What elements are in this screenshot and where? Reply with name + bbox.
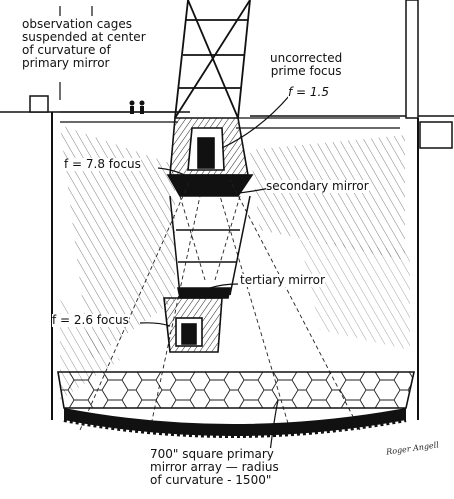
label-prime-focal-ratio: f = 1.5 — [288, 85, 329, 99]
label-observation-cages-line-2: suspended at center — [22, 29, 146, 44]
label-primary-array-line-2: mirror array — radius — [150, 459, 279, 474]
catwalk-railing — [60, 111, 400, 129]
label-observation-cages-line-3: of curvature of — [22, 42, 111, 57]
label-observation-cages-line-1: observation cages — [22, 17, 132, 31]
label-f78-focus: f = 7.8 focus — [64, 157, 141, 171]
label-uncorrected-prime-focus: uncorrected prime focus — [270, 51, 343, 78]
label-primary-mirror-array: 700" square primary mirror array — radiu… — [150, 448, 279, 487]
lower-truss — [169, 195, 251, 296]
lower-observation-cage — [163, 287, 231, 353]
label-uncorrected-line-1: uncorrected — [270, 51, 343, 65]
label-observation-cages: observation cages suspended at center of… — [22, 18, 146, 70]
label-secondary-mirror: secondary mirror — [266, 179, 369, 193]
support-truss — [174, 0, 251, 119]
people-figures — [129, 100, 145, 114]
label-tertiary-mirror: tertiary mirror — [240, 273, 325, 287]
light-shafts — [60, 125, 410, 400]
label-observation-cages-line-4: primary mirror — [22, 55, 110, 70]
label-f26-focus: f = 2.6 focus — [52, 313, 129, 327]
label-primary-array-line-3: of curvature - 1500" — [150, 472, 272, 487]
primary-mirror-array — [57, 371, 415, 438]
label-primary-array-line-1: 700" square primary — [150, 447, 274, 461]
upper-observation-cage — [166, 117, 254, 197]
pit-walls — [0, 0, 454, 420]
label-uncorrected-line-2: prime focus — [270, 63, 342, 78]
